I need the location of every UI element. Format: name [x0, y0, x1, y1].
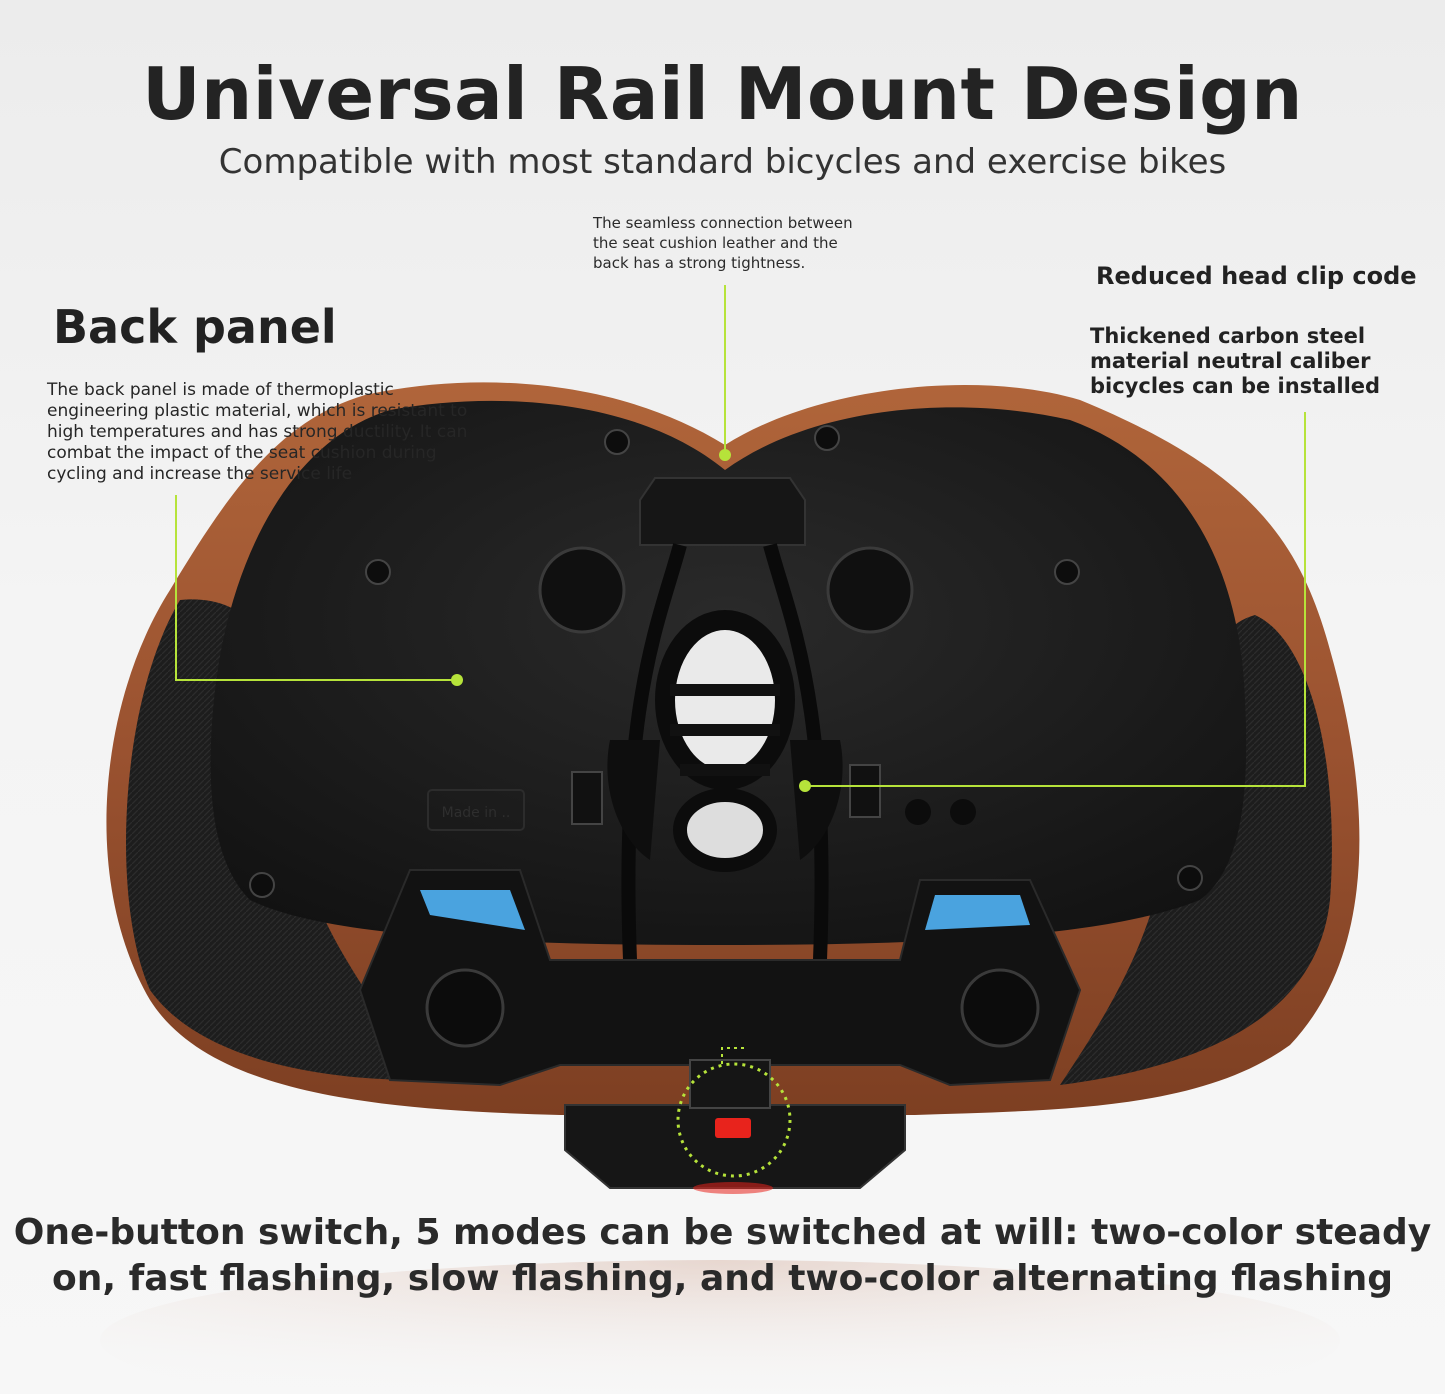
callout-lines — [175, 285, 1306, 787]
callout-dots — [451, 449, 811, 792]
back-panel-line-1: The back panel is made of thermoplastic — [47, 380, 394, 400]
floor-reflection — [100, 1260, 1340, 1394]
clip-line-2: material neutral caliber — [1090, 349, 1371, 373]
seam-line-2: the seat cushion leather and the — [593, 234, 838, 252]
knob-right — [960, 968, 1040, 1048]
page-subtitle: Compatible with most standard bicycles a… — [218, 142, 1227, 182]
accent-left — [420, 890, 525, 930]
page-title: Universal Rail Mount Design — [142, 52, 1303, 136]
clip-heading: Reduced head clip code — [1096, 262, 1417, 290]
back-panel-callout: The back panel is made of thermoplastic … — [47, 380, 527, 485]
tail-light-top — [689, 1059, 771, 1109]
back-panel-line-4: combat the impact of the seat cushion du… — [47, 443, 437, 463]
footer-text: One-button switch, 5 modes can be switch… — [0, 1210, 1445, 1302]
light-led — [715, 1118, 751, 1138]
clip-line-3: bicycles can be installed — [1090, 374, 1381, 398]
back-panel-line-3: high temperatures and has strong ductili… — [47, 422, 468, 442]
footer-line-2: on, fast flashing, slow flashing, and tw… — [52, 1258, 1393, 1299]
embossed-label-box — [427, 789, 525, 831]
screws — [249, 425, 1203, 898]
footer-line-1: One-button switch, 5 modes can be switch… — [13, 1212, 1432, 1253]
knob-left — [425, 968, 505, 1048]
button-highlight — [676, 1062, 792, 1178]
back-panel-heading: Back panel — [53, 300, 337, 354]
bumper-left — [538, 546, 626, 634]
bumper-right — [826, 546, 914, 634]
back-panel-line-2: engineering plastic material, which is r… — [47, 401, 468, 421]
rear-bracket — [358, 869, 1082, 1087]
rail-mechanism — [621, 543, 829, 961]
embossed-label: Made in .. — [442, 805, 511, 821]
tail-light — [564, 1104, 906, 1189]
seam-callout: The seamless connection between the seat… — [593, 213, 923, 273]
accent-right — [925, 895, 1030, 930]
clip-line-1: Thickened carbon steel — [1090, 324, 1366, 348]
seam-line-3: back has a strong tightness. — [593, 254, 806, 272]
clip-callout: Thickened carbon steel material neutral … — [1090, 324, 1420, 399]
seam-line-1: The seamless connection between — [593, 214, 853, 232]
top-clamp — [639, 477, 806, 546]
back-panel-line-5: cycling and increase the service life — [47, 464, 353, 484]
